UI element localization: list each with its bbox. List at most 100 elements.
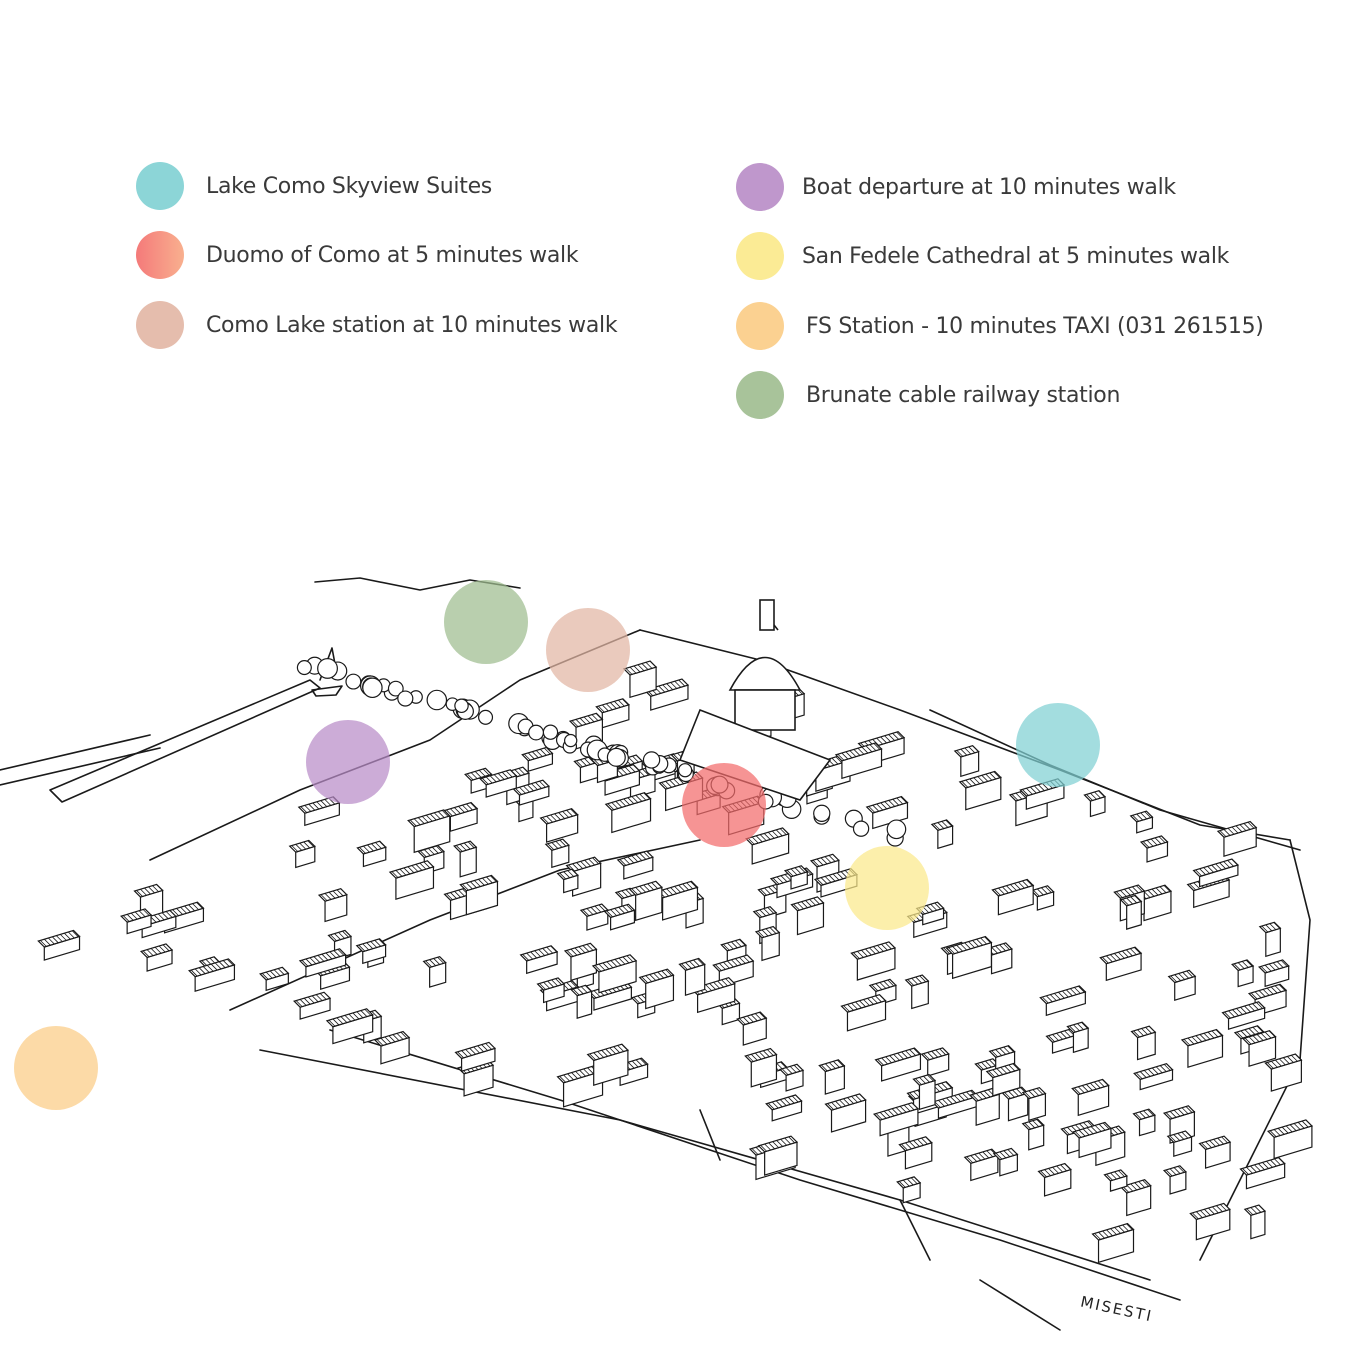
roof-hatch xyxy=(721,979,728,987)
roof-hatch xyxy=(454,807,461,814)
roof-hatch xyxy=(330,934,337,942)
roof-hatch xyxy=(1147,1068,1155,1076)
roof-hatch xyxy=(1073,1087,1081,1095)
roof-hatch xyxy=(1195,1035,1203,1042)
roof-hatch xyxy=(948,947,955,954)
roof-hatch xyxy=(755,835,763,843)
legend-item-fs-station: FS Station - 10 minutes TAXI (031 261515… xyxy=(736,302,1264,350)
roof-hatch xyxy=(1140,812,1147,820)
roof-hatch xyxy=(1254,1164,1261,1172)
roof-hatch xyxy=(1042,996,1049,1004)
roof-hatch xyxy=(1268,1030,1276,1038)
roof-hatch xyxy=(1271,1060,1278,1068)
roof-hatch xyxy=(1291,1054,1298,1062)
roof-hatch xyxy=(651,882,658,889)
roof-hatch xyxy=(153,914,161,922)
roof-hatch xyxy=(906,1178,914,1186)
roof-hatch xyxy=(974,1154,982,1161)
roof-hatch xyxy=(977,776,985,783)
roof-hatch xyxy=(1040,1170,1047,1178)
building xyxy=(288,839,316,869)
roof-hatch xyxy=(371,843,378,850)
roof-hatch xyxy=(1097,1080,1105,1088)
roof-hatch xyxy=(867,998,874,1005)
roof-hatch xyxy=(632,764,640,772)
building-roof xyxy=(1119,1179,1152,1194)
building xyxy=(834,742,883,780)
roof-hatch xyxy=(665,969,672,976)
roof-hatch xyxy=(542,817,549,824)
roof-hatch xyxy=(356,1011,364,1019)
marker-duomo[interactable] xyxy=(682,763,766,847)
marker-brunate[interactable] xyxy=(444,580,528,664)
roof-hatch xyxy=(723,943,730,951)
roof-hatch xyxy=(455,845,463,852)
roof-hatch xyxy=(628,765,636,773)
building-roof xyxy=(1257,959,1290,974)
marker-fs-station[interactable] xyxy=(14,1026,98,1110)
roof-hatch xyxy=(399,868,407,876)
roof-hatch xyxy=(743,1016,750,1024)
roof-hatch xyxy=(896,797,904,805)
roof-hatch xyxy=(883,980,891,988)
roof-hatch xyxy=(725,978,732,985)
roof-hatch xyxy=(1018,881,1025,889)
marker-san-fedele[interactable] xyxy=(845,846,929,930)
roof-hatch xyxy=(1116,891,1123,898)
pier xyxy=(49,679,321,803)
roof-hatch xyxy=(1289,1124,1297,1131)
roof-hatch xyxy=(793,1064,801,1072)
roof-hatch xyxy=(801,901,808,908)
roof-hatch xyxy=(1085,1084,1093,1091)
building xyxy=(586,1043,630,1087)
building xyxy=(1071,1121,1113,1159)
roof-hatch xyxy=(126,914,134,921)
building xyxy=(622,660,658,699)
roof-hatch xyxy=(1209,1140,1216,1147)
roof-hatch xyxy=(380,1037,388,1045)
roof-hatch xyxy=(1022,880,1029,888)
roof-hatch xyxy=(594,965,602,972)
roof-hatch xyxy=(1155,1066,1163,1074)
roof-hatch xyxy=(923,1053,930,1060)
tree xyxy=(345,673,362,690)
marker-boat-departure[interactable] xyxy=(306,720,390,804)
roof-hatch xyxy=(960,748,968,756)
roof-hatch xyxy=(633,665,641,673)
roof-hatch xyxy=(887,979,895,987)
building xyxy=(565,856,602,897)
roof-hatch xyxy=(1181,1107,1189,1115)
roof-hatch xyxy=(370,941,378,948)
roof-hatch xyxy=(1275,1059,1282,1067)
roof-hatch xyxy=(1120,890,1127,897)
roof-hatch xyxy=(1101,1079,1109,1086)
roof-hatch xyxy=(1237,962,1245,969)
roof-hatch xyxy=(913,1140,920,1147)
roof-hatch xyxy=(643,792,651,800)
roof-hatch xyxy=(1052,1166,1059,1174)
roof-hatch xyxy=(1056,1165,1063,1173)
roof-hatch xyxy=(910,1177,918,1185)
roof-hatch xyxy=(554,813,561,821)
roof-hatch xyxy=(865,948,872,956)
roof-hatch xyxy=(964,747,972,755)
tree xyxy=(542,724,559,740)
roof-hatch xyxy=(705,984,712,991)
marker-lake-station[interactable] xyxy=(546,608,630,692)
roof-hatch xyxy=(1267,1062,1274,1069)
roof-hatch xyxy=(1036,1119,1044,1126)
roof-hatch xyxy=(1224,1011,1231,1019)
roof-hatch xyxy=(1193,882,1200,890)
roof-hatch xyxy=(1010,884,1017,891)
roof-hatch xyxy=(984,936,991,944)
roof-hatch xyxy=(615,801,623,808)
roof-hatch xyxy=(661,970,668,978)
roof-hatch xyxy=(1074,987,1081,994)
building xyxy=(453,840,478,878)
marker-skyview-suites[interactable] xyxy=(1016,703,1100,787)
roof-hatch xyxy=(578,946,586,954)
roof-hatch xyxy=(1056,1032,1063,1040)
roof-hatch xyxy=(1062,990,1069,998)
roof-hatch xyxy=(1242,1168,1249,1175)
roof-hatch xyxy=(983,1090,991,1098)
